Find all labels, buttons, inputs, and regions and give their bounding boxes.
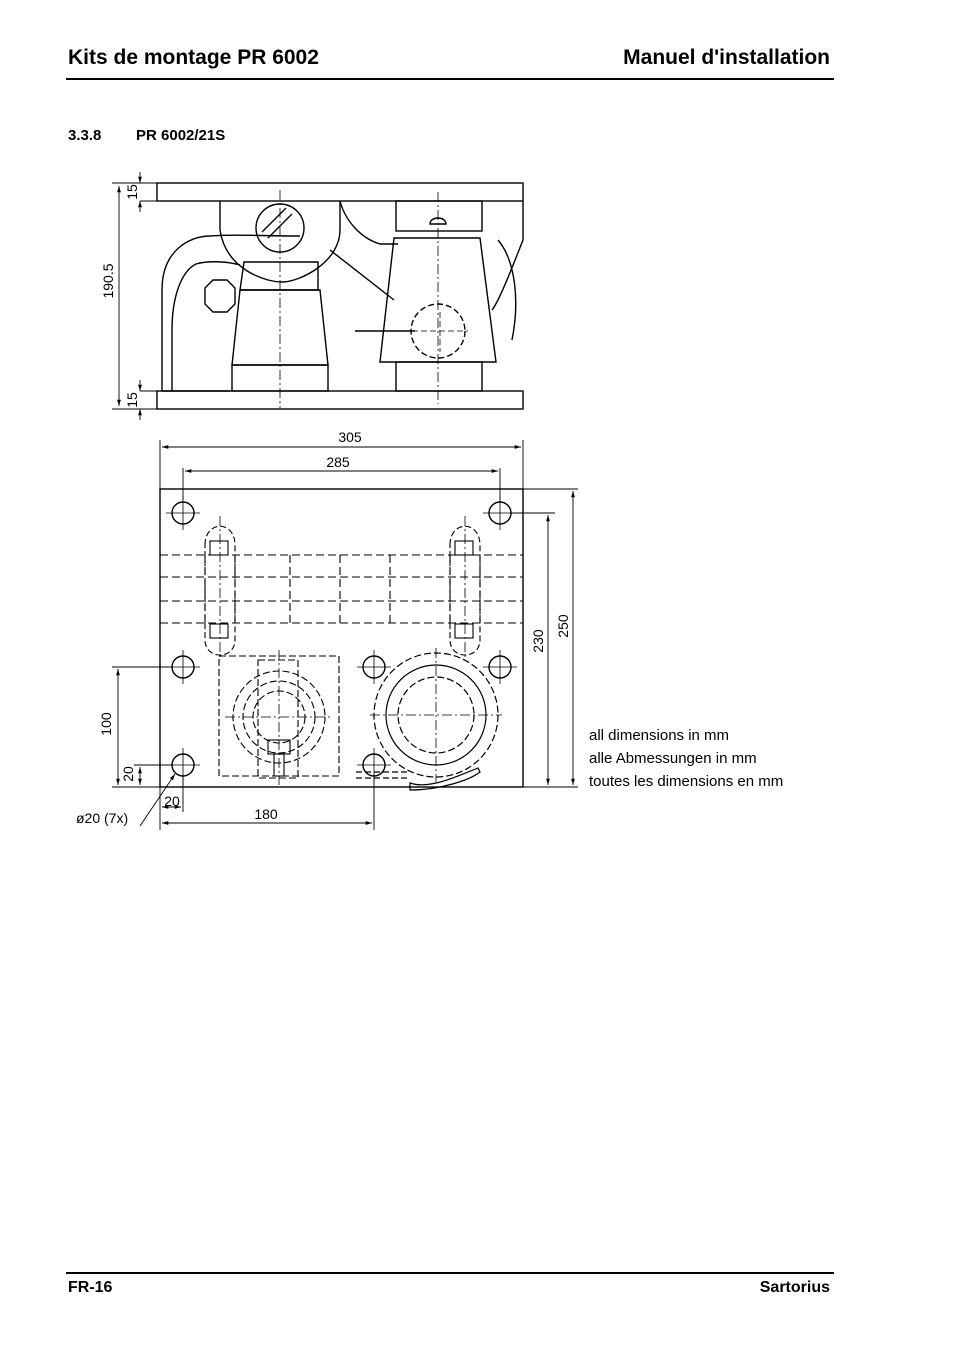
dim-20-horizontal: 20	[164, 793, 180, 809]
footer-brand: Sartorius	[759, 1279, 830, 1296]
right-load-cell	[379, 237, 497, 363]
rocker-link	[219, 201, 341, 283]
side-view-dims	[112, 172, 157, 420]
rocker-bolts	[204, 525, 481, 656]
hole-diameter-label: ø20 (7x)	[76, 810, 128, 826]
header-title-right: Manuel d'installation	[623, 46, 830, 69]
right-cell-group	[356, 652, 499, 791]
dim-20-vertical: 20	[120, 766, 136, 782]
pin-slot	[261, 207, 293, 239]
dim-15-bottom: 15	[124, 392, 140, 408]
right-cell-base	[395, 361, 483, 392]
section-number: 3.3.8	[68, 127, 102, 144]
link-arm	[339, 200, 398, 245]
section-heading: 3.3.8 PR 6002/21S	[68, 127, 225, 144]
dim-180: 180	[254, 806, 278, 822]
bottom-plate	[156, 390, 524, 410]
header-title-left: Kits de montage PR 6002	[68, 46, 319, 69]
note-fr: toutes les dimensions en mm	[589, 773, 783, 790]
top-view	[159, 488, 524, 791]
ball-top	[429, 217, 447, 225]
note-en: all dimensions in mm	[589, 727, 729, 744]
footer-rule	[66, 1272, 834, 1274]
load-cell-top	[239, 261, 319, 291]
page-number: FR-16	[68, 1279, 113, 1296]
base-plate	[159, 488, 524, 788]
dim-15-top: 15	[124, 184, 140, 200]
diagonal-arm	[329, 249, 395, 301]
top-cap	[395, 200, 483, 232]
top-plate	[156, 182, 524, 202]
dim-285: 285	[326, 454, 350, 470]
header-rule	[66, 78, 834, 80]
mounting-holes	[171, 501, 512, 777]
left-bracket	[161, 234, 301, 392]
section-title: PR 6002/21S	[136, 127, 226, 144]
dim-190-5: 190.5	[100, 263, 116, 298]
dim-305: 305	[338, 429, 362, 445]
side-view	[156, 182, 524, 410]
note-de: alle Abmessungen in mm	[589, 750, 757, 767]
dim-100: 100	[98, 712, 114, 736]
dim-230: 230	[530, 629, 546, 653]
dim-250: 250	[555, 614, 571, 638]
bracket-inner	[171, 261, 241, 391]
hidden-rails	[160, 554, 523, 624]
right-hook	[491, 201, 524, 341]
hex-nut	[204, 279, 236, 313]
top-view-dims	[112, 440, 578, 830]
